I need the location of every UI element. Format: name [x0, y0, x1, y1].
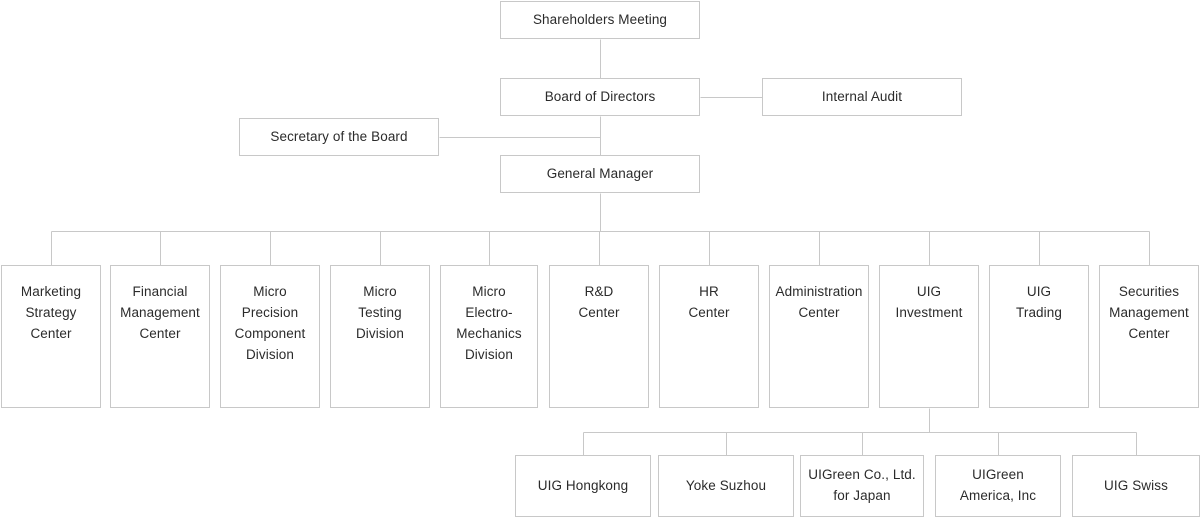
org-node-uig-swiss[interactable]: UIG Swiss [1072, 455, 1200, 517]
org-node-micro-testing-division[interactable]: Micro Testing Division [330, 265, 430, 408]
org-node-label: UIGreen Co., Ltd. for Japan [808, 467, 916, 503]
org-node-label: UIG Trading [1016, 284, 1062, 320]
org-node-label: HR Center [688, 284, 730, 320]
org-node-micro-electro-mechanics-division[interactable]: Micro Electro- Mechanics Division [440, 265, 538, 408]
org-node-label: Secretary of the Board [270, 128, 408, 144]
org-node-label: Administration Center [775, 284, 863, 320]
org-node-label: Marketing Strategy Center [20, 284, 82, 341]
org-node-label: UIG Swiss [1104, 477, 1168, 493]
org-node-label: General Manager [546, 165, 654, 181]
org-node-yoke-suzhou[interactable]: Yoke Suzhou [658, 455, 794, 517]
org-node-secretary-of-board[interactable]: Secretary of the Board [239, 118, 439, 156]
org-node-label: Yoke Suzhou [685, 477, 767, 493]
org-node-label: R&D Center [578, 284, 620, 320]
org-node-label: Board of Directors [544, 88, 656, 104]
org-node-label: Micro Testing Division [355, 284, 405, 341]
org-node-label: Micro Electro- Mechanics Division [456, 284, 522, 362]
org-node-label: Securities Management Center [1109, 284, 1189, 341]
org-node-uigreen-america[interactable]: UIGreen America, Inc [935, 455, 1061, 517]
org-node-uig-trading[interactable]: UIG Trading [989, 265, 1089, 408]
org-node-label: UIG Hongkong [537, 477, 629, 493]
org-node-uig-hongkong[interactable]: UIG Hongkong [515, 455, 651, 517]
org-node-label: Financial Management Center [120, 284, 200, 341]
org-node-micro-precision-component-division[interactable]: Micro Precision Component Division [220, 265, 320, 408]
org-node-general-manager[interactable]: General Manager [500, 155, 700, 193]
org-node-administration-center[interactable]: Administration Center [769, 265, 869, 408]
org-node-board-of-directors[interactable]: Board of Directors [500, 78, 700, 116]
org-node-label: UIGreen America, Inc [959, 467, 1037, 503]
org-node-securities-management-center[interactable]: Securities Management Center [1099, 265, 1199, 408]
org-node-rd-center[interactable]: R&D Center [549, 265, 649, 408]
org-node-internal-audit[interactable]: Internal Audit [762, 78, 962, 116]
org-node-uigreen-japan[interactable]: UIGreen Co., Ltd. for Japan [800, 455, 924, 517]
org-node-label: Internal Audit [821, 88, 903, 104]
org-node-uig-investment[interactable]: UIG Investment [879, 265, 979, 408]
org-node-label: Micro Precision Component Division [234, 284, 306, 362]
org-node-marketing-strategy-center[interactable]: Marketing Strategy Center [1, 265, 101, 408]
org-node-shareholders-meeting[interactable]: Shareholders Meeting [500, 1, 700, 39]
org-node-hr-center[interactable]: HR Center [659, 265, 759, 408]
org-node-label: Shareholders Meeting [532, 11, 668, 27]
org-node-label: UIG Investment [895, 284, 963, 320]
org-node-financial-management-center[interactable]: Financial Management Center [110, 265, 210, 408]
